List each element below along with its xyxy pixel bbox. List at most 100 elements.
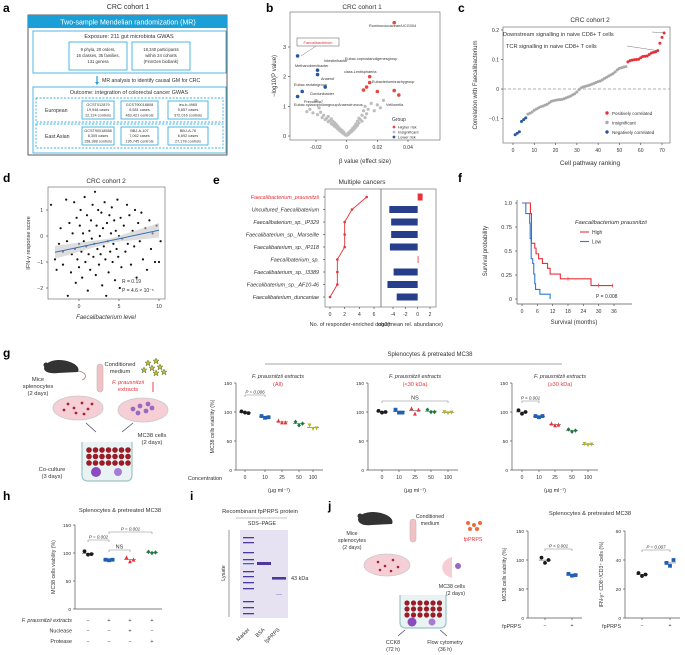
- study-id: GCST90018808: [126, 103, 153, 107]
- e-right-x-tick-label: 0: [416, 312, 419, 318]
- f-x-tick-label: 12: [550, 309, 556, 315]
- taxa-text: 131 genera: [87, 59, 109, 64]
- j1-x-tick-label: +: [571, 623, 574, 629]
- j2-x-tick-label: +: [669, 623, 672, 629]
- h-significance-bracket: [87, 539, 110, 542]
- g-mice-label: (2 days): [28, 391, 49, 397]
- fpprps-protein-icon: [466, 521, 470, 525]
- g-mice-label: splenocytes: [23, 384, 54, 390]
- j-coculture-splenocyte-icon: [410, 612, 417, 618]
- e-species-label: Faecalibaterium_sp._IP118: [254, 245, 319, 251]
- c-point: [645, 54, 649, 58]
- g-coculture-label: (3 days): [42, 474, 63, 480]
- marker-band: [243, 542, 254, 544]
- d-point: [103, 201, 106, 204]
- d-point: [98, 234, 101, 238]
- e-left-frame: [324, 188, 382, 308]
- b-x-tick-label: 0.04: [403, 145, 413, 151]
- b-point-label: Gordonibacter: [310, 92, 335, 96]
- g3-x-tick-label: 10: [536, 475, 542, 481]
- d-point: [107, 271, 110, 274]
- h-data-point: [103, 557, 108, 562]
- g3-data-point: [533, 414, 538, 418]
- f-x-tick-label: 24: [581, 309, 587, 315]
- f-y-tick-label: 0: [509, 297, 512, 303]
- j-coculture-splenocyte-icon: [417, 612, 423, 618]
- coculture-mc38-icon: [114, 468, 122, 476]
- b-point-label: Eubac.xylanophilumgroup: [294, 103, 338, 107]
- g1-y-tick-label: 50: [227, 439, 233, 445]
- d-point: [119, 216, 122, 219]
- coculture-splenocyte-icon: [86, 453, 92, 460]
- b-legend-marker: [392, 130, 396, 134]
- g3-data-point: [523, 410, 528, 414]
- mc38-cell-icon: [135, 410, 141, 416]
- participants-text: 18,340 participants: [143, 47, 178, 52]
- mr-header-bar: [28, 15, 227, 28]
- d-point: [100, 211, 103, 214]
- h-significance-bracket: [108, 549, 131, 552]
- mc38-cell-icon: [145, 401, 151, 407]
- study-id: GCST012879: [86, 103, 109, 107]
- j-mc38-dish-icon: [442, 557, 452, 578]
- g1-data-point: [243, 410, 247, 415]
- b-point-lower: [323, 85, 328, 89]
- g2-significance-bracket: [381, 400, 449, 403]
- b-legend-label: Lower risk: [398, 135, 416, 140]
- g1-y-tick-label: 100: [224, 410, 232, 416]
- g1-x-tick-label: 0: [244, 475, 247, 481]
- h-data-point: [107, 558, 111, 563]
- g-mice-label: Mice: [32, 377, 44, 383]
- h-design-sign: −: [86, 629, 89, 635]
- j1-significance-label: P < 0.001: [549, 544, 569, 549]
- c-annotation-leader: [651, 31, 665, 34]
- splenocyte-cell-icon: [62, 408, 66, 412]
- f-y-tick-label: 0.75: [501, 225, 512, 231]
- j-splenocyte-dish-icon: [363, 553, 411, 577]
- g2-data-point: [383, 410, 388, 414]
- study-controls: 463,421 controls: [125, 113, 153, 117]
- h-data-point: [153, 550, 158, 555]
- e-responder-point: [343, 220, 346, 224]
- j2-data-point: [636, 571, 641, 575]
- e-responder-point: [343, 233, 346, 236]
- b-point-insignificant: [366, 107, 370, 111]
- b-point-insignificant: [317, 106, 321, 110]
- j-medium-label: Conditioned: [416, 514, 444, 520]
- study-box: [167, 126, 209, 146]
- i-lysate-label: Lysate: [221, 565, 227, 580]
- g3-data-point: [586, 443, 590, 448]
- e-abundance-bar: [389, 243, 418, 251]
- g3-data-point: [582, 442, 587, 447]
- d-point: [114, 229, 117, 232]
- h-design-sign: +: [128, 629, 131, 635]
- j1-data-point: [543, 561, 547, 565]
- panel-label-e: e: [213, 173, 220, 187]
- b-point-insignificant: [305, 110, 309, 114]
- b-point-insignificant: [363, 116, 367, 120]
- g1-y-tick-label: 150: [224, 381, 232, 387]
- marker-band: [243, 563, 254, 565]
- f-x-tick-label: 36: [611, 309, 617, 315]
- h-title: Splenocytes & pretreated MC38: [79, 508, 161, 514]
- h-data-point: [128, 559, 132, 564]
- d-point: [109, 232, 113, 235]
- g1-data-point: [239, 409, 244, 414]
- e-responder-point: [336, 258, 339, 261]
- c-point: [624, 65, 628, 69]
- h-design-sign: −: [86, 618, 89, 624]
- d-point: [141, 258, 145, 261]
- h-design-sign: −: [128, 639, 131, 645]
- b-point-higher: [364, 85, 369, 89]
- g3-data-point: [520, 411, 524, 416]
- e-species-label: Faecalibaterium_sp._I3389: [254, 270, 319, 276]
- mouse-tail-icon: [77, 370, 86, 381]
- participants-text: within 24 cohorts: [145, 53, 176, 58]
- g2-data-point: [397, 410, 401, 415]
- j-coculture-splenocyte-icon: [430, 606, 436, 612]
- h-design-sign: −: [86, 639, 89, 645]
- b-point-label: Eubac.coprostanoligenesgroup: [345, 57, 397, 61]
- e-abundance-bar: [391, 231, 418, 238]
- d-point: [71, 232, 74, 235]
- c-y-tick-label: 0: [496, 87, 499, 93]
